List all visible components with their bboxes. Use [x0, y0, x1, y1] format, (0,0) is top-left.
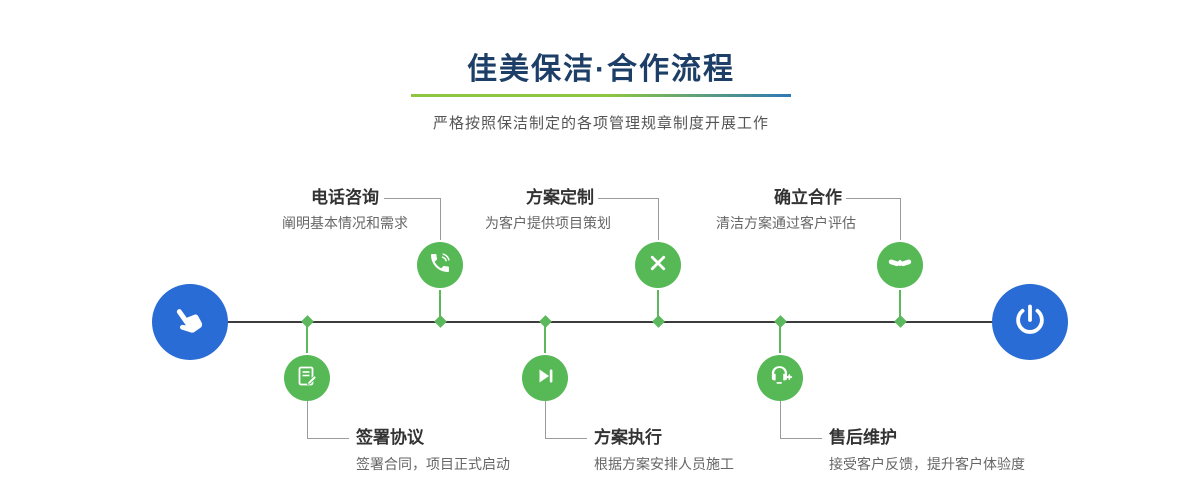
connector: [545, 438, 587, 439]
step-node: [757, 355, 803, 401]
phone-icon: [428, 251, 452, 280]
step-desc: 清洁方案通过客户评估: [716, 215, 856, 231]
timeline-end-node: [992, 284, 1068, 360]
connector: [544, 323, 546, 355]
step-desc: 签署合同，项目正式启动: [356, 456, 510, 472]
timeline-line: [190, 321, 1030, 323]
connector: [440, 198, 441, 242]
step-title: 确立合作: [774, 188, 842, 207]
connector: [657, 288, 659, 321]
connector: [306, 323, 308, 355]
step-node: [877, 242, 923, 288]
connector: [545, 401, 546, 438]
step-node: [522, 355, 568, 401]
headset-icon: [767, 363, 793, 394]
step-title: 电话咨询: [311, 188, 379, 207]
connector: [899, 288, 901, 321]
design-tools-icon: [646, 251, 670, 280]
step-desc: 接受客户反馈，提升客户体验度: [829, 456, 1025, 472]
step-title: 签署协议: [356, 428, 424, 447]
step-node: [635, 242, 681, 288]
title-divider: [411, 94, 791, 97]
connector: [779, 323, 781, 355]
connector: [780, 401, 781, 438]
connector: [658, 198, 659, 242]
handshake-icon: [887, 250, 913, 281]
step-desc: 阐明基本情况和需求: [282, 215, 408, 231]
connector: [439, 288, 441, 321]
connector: [384, 198, 441, 199]
step-desc: 为客户提供项目策划: [485, 215, 611, 231]
connector: [846, 198, 900, 199]
power-icon: [1011, 301, 1049, 344]
connector: [780, 438, 822, 439]
play-next-icon: [533, 364, 557, 393]
step-title: 方案定制: [526, 188, 594, 207]
timeline-start-node: [152, 284, 228, 360]
step-node: [417, 242, 463, 288]
step-desc: 根据方案安排人员施工: [594, 456, 734, 472]
connector: [307, 401, 308, 438]
step-title: 售后维护: [829, 428, 897, 447]
step-node: [284, 355, 330, 401]
step-title: 方案执行: [594, 428, 662, 447]
pointing-hand-icon: [161, 292, 220, 352]
page-subtitle: 严格按照保洁制定的各项管理规章制度开展工作: [432, 115, 769, 132]
connector: [900, 198, 901, 242]
contract-icon: [295, 364, 319, 393]
connector: [307, 438, 349, 439]
page-title: 佳美保洁·合作流程: [467, 53, 735, 86]
connector: [598, 198, 658, 199]
